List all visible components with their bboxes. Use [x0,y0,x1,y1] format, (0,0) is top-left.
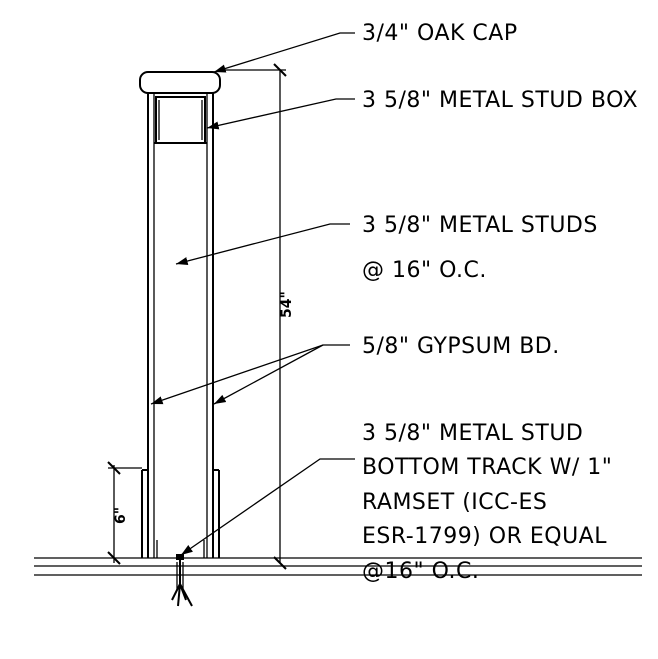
wall-assembly [147,93,214,558]
label-track-line1: 3 5/8" METAL STUD [362,421,583,446]
dimension-54: 54" [221,63,295,570]
bottom-track [141,469,220,558]
label-studs-line2: @ 16" O.C. [362,258,487,283]
ramset-anchor [171,554,193,607]
oak-cap [139,71,221,94]
floor-slab [34,557,642,576]
dimension-54-label: 54" [279,291,295,318]
dimension-6-label: 6" [113,507,129,524]
label-stud-box: 3 5/8" METAL STUD BOX [362,88,638,113]
label-track-line5: @16" O.C. [362,559,479,584]
label-oak-cap: 3/4" OAK CAP [362,21,518,46]
label-track-line4: ESR-1799) OR EQUAL [362,524,607,549]
metal-stud-box [155,96,206,144]
label-track-line3: RAMSET (ICC-ES [362,490,547,515]
leader-lines [150,32,355,556]
dimension-6: 6" [107,461,142,565]
label-studs-line1: 3 5/8" METAL STUDS [362,213,598,238]
label-gypsum: 5/8" GYPSUM BD. [362,334,560,359]
label-track-line2: BOTTOM TRACK W/ 1" [362,455,612,480]
